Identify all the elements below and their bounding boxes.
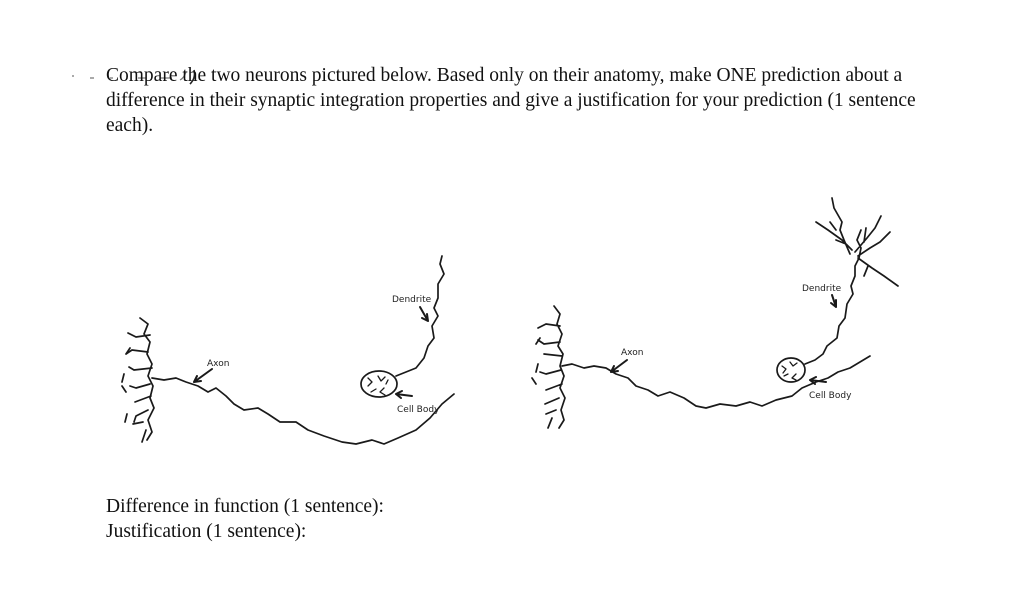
neuron-a-dendrite [395,255,445,377]
neuron-b-axon-arrow [610,359,628,373]
neuron-a-dendrite-label: Dendrite [392,295,432,305]
neuron-b-axon [561,355,871,409]
neuron-a-axon-arrow [193,368,213,383]
neuron-a-cell-body [360,370,398,398]
scan-artifact-marks [72,69,196,85]
answer-prompts: Difference in function (1 sentence): Jus… [106,494,384,544]
neuron-b-axon-label: Axon [621,348,643,358]
neuron-b-cell-body-arrow [809,376,827,385]
neuron-b-axon-terminal [531,305,566,429]
neuron-a-cell-body-label: Cell Body [397,405,440,415]
neuron-a-cell-body-arrow [395,390,413,399]
neuron-b [531,197,899,429]
neuron-comparison-figure: Axon Dendrite Cell Body Axon Dendrite Ce… [121,197,899,445]
neuron-a [121,255,455,445]
justification-prompt: Justification (1 sentence): [106,521,307,542]
neuron-b-dendrite [804,197,899,365]
neuron-b-dendrite-label: Dendrite [802,284,842,294]
neuron-a-axon [151,377,455,445]
neuron-a-dendrite-arrow [419,306,429,322]
neuron-b-cell-body-label: Cell Body [809,391,852,401]
difference-prompt: Difference in function (1 sentence): [106,496,384,517]
neuron-a-axon-terminal [121,317,155,443]
neuron-b-cell-body [776,357,806,383]
question-text: Compare the two neurons pictured below. … [106,65,916,136]
neuron-a-axon-label: Axon [207,359,229,369]
neuron-b-dendrite-arrow [830,294,837,308]
